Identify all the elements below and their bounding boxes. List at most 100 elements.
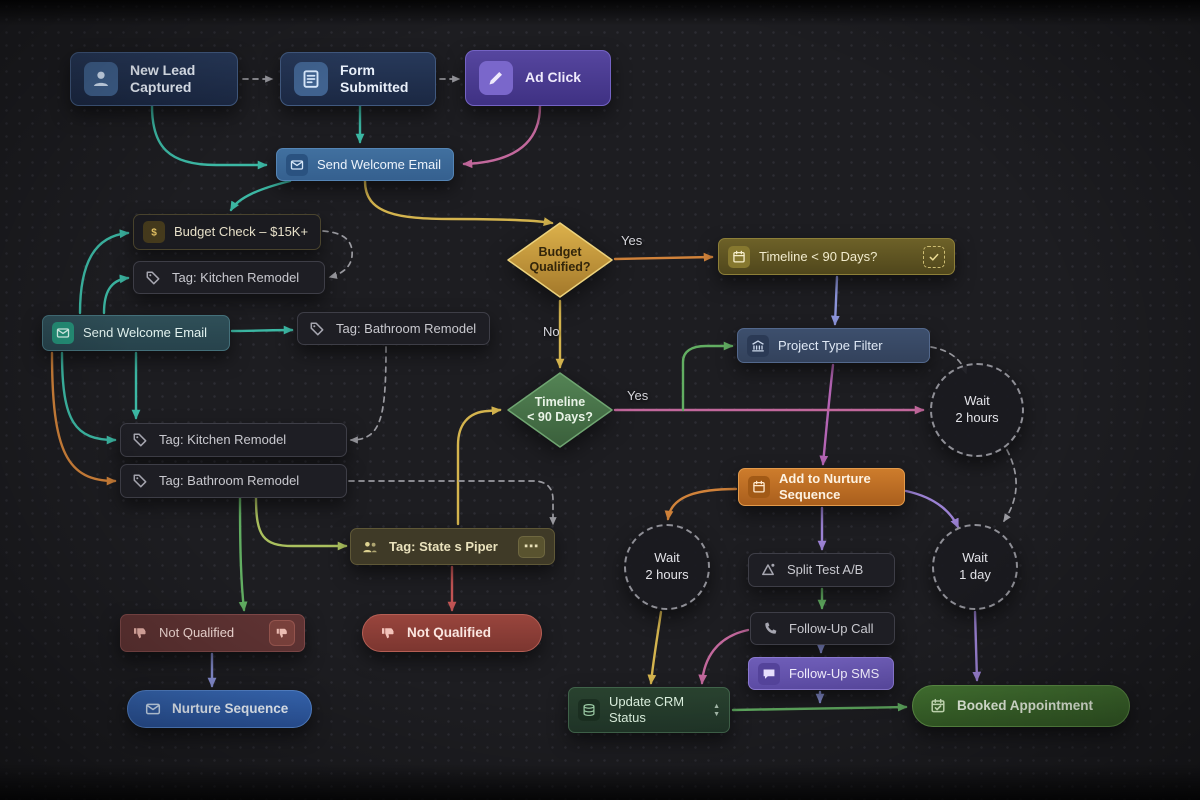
node-label: Budget Check – $15K+ xyxy=(174,224,309,240)
node-project-type-filter[interactable]: Project Type Filter xyxy=(737,328,930,363)
node-update-crm-status[interactable]: Update CRM Status▲▼ xyxy=(568,687,730,733)
sort-chevrons-icon: ▲▼ xyxy=(713,702,720,718)
node-budget-qualified[interactable]: Budget Qualified? xyxy=(506,221,614,299)
edge-welcome-to-budget-diamond xyxy=(363,179,554,226)
edge-ad-click-to-welcome xyxy=(462,104,542,169)
node-wait-2-hours-left[interactable]: Wait 2 hours xyxy=(624,524,710,610)
edge-welcome-left-to-tag-bathroom-1 xyxy=(230,325,294,335)
node-tag-bathroom-remodel-2[interactable]: Tag: Bathroom Remodel xyxy=(120,464,347,498)
edge-welcome-left-to-tag-kitchen-1 xyxy=(102,274,130,315)
edge-label-no-budget: No xyxy=(543,324,560,339)
edge-tags-to-tag-states xyxy=(254,496,348,551)
more-options-icon[interactable]: ⋯ xyxy=(518,535,545,558)
node-label: Follow-Up SMS xyxy=(789,665,880,681)
node-label: Project Type Filter xyxy=(778,337,883,353)
phone-icon xyxy=(760,619,780,639)
users-icon xyxy=(360,537,380,557)
node-label: New Lead Captured xyxy=(130,61,196,95)
node-wait-1-day[interactable]: Wait 1 day xyxy=(932,524,1018,610)
node-label: Wait 2 hours xyxy=(955,393,999,425)
dollar-icon: $ xyxy=(143,221,165,243)
node-label: Timeline < 90 Days? xyxy=(759,248,878,264)
thumb-down-icon xyxy=(378,623,398,643)
node-budget-check[interactable]: $ Budget Check – $15K+ xyxy=(133,214,321,250)
edge-yes-branch-to-filter xyxy=(681,341,734,412)
thumb-down-icon xyxy=(130,623,150,643)
node-label: Timeline < 90 Days? xyxy=(527,394,593,424)
edge-welcome-left-to-budget-check xyxy=(78,229,130,315)
svg-text:$: $ xyxy=(151,227,157,238)
node-label: Tag: State s Piper xyxy=(389,538,498,554)
check-icon xyxy=(923,245,945,268)
node-not-qualified-left[interactable]: Not Qualified xyxy=(120,614,305,652)
node-new-lead-captured[interactable]: New Lead Captured xyxy=(70,52,238,106)
node-label: Ad Click xyxy=(525,69,582,86)
node-label: Add to Nurture Sequence xyxy=(779,471,871,502)
node-tag-states-piper[interactable]: Tag: State s Piper ⋯ xyxy=(350,528,555,565)
user-icon xyxy=(84,62,118,96)
node-send-welcome-email-left[interactable]: Send Welcome Email xyxy=(42,315,230,351)
calendar-icon xyxy=(748,476,770,498)
node-booked-appointment[interactable]: Booked Appointment xyxy=(912,685,1130,727)
edge-budget-yes xyxy=(613,252,714,262)
edge-call-to-crm xyxy=(698,628,750,685)
edge-nurture-to-wait-2h-left xyxy=(664,487,738,521)
crm-icon xyxy=(578,699,600,721)
node-label: Nurture Sequence xyxy=(172,700,289,716)
edge-welcome-left-to-tag-bathroom-2-side xyxy=(50,351,117,486)
building-icon xyxy=(747,334,769,357)
node-label: Form Submitted xyxy=(340,61,409,95)
node-form-submitted[interactable]: Form Submitted xyxy=(280,52,436,106)
node-not-qualified-mid[interactable]: Not Qualified xyxy=(362,614,542,652)
node-ad-click[interactable]: Ad Click xyxy=(465,50,611,106)
split-icon xyxy=(758,560,778,580)
edge-tags-to-not-qualified xyxy=(238,496,248,612)
edge-wait-1d-to-booked xyxy=(972,610,982,682)
tag-icon xyxy=(143,268,163,288)
node-wait-2-hours-right[interactable]: Wait 2 hours xyxy=(930,363,1024,457)
node-label: Wait 1 day xyxy=(959,550,991,582)
sms-icon xyxy=(758,662,780,685)
node-label: Split Test A/B xyxy=(787,562,864,578)
node-label: Not Qualified xyxy=(159,625,235,641)
tag-icon xyxy=(130,430,150,450)
edge-tag-bathroom-1-to-tag-kitchen-2-dashed xyxy=(349,346,387,444)
tag-icon xyxy=(130,471,150,491)
edge-crm-to-booked xyxy=(731,702,908,712)
node-timeline-90-days-box[interactable]: Timeline < 90 Days? xyxy=(718,238,955,275)
node-label: Tag: Bathroom Remodel xyxy=(336,320,477,336)
edge-label-yes-budget: Yes xyxy=(621,233,643,248)
mail-icon xyxy=(143,699,163,719)
node-label: Tag: Kitchen Remodel xyxy=(172,269,300,285)
node-tag-kitchen-remodel-2[interactable]: Tag: Kitchen Remodel xyxy=(120,423,347,457)
node-split-test-ab[interactable]: Split Test A/B xyxy=(748,553,895,587)
node-timeline-90-days-diamond[interactable]: Timeline < 90 Days? xyxy=(506,371,614,449)
node-label: Wait 2 hours xyxy=(645,550,689,582)
edge-timeline-box-to-filter xyxy=(830,275,840,326)
node-nurture-sequence[interactable]: Nurture Sequence xyxy=(127,690,312,728)
calendar-check-icon xyxy=(928,696,948,716)
node-tag-kitchen-remodel-1[interactable]: Tag: Kitchen Remodel xyxy=(133,261,325,294)
node-tag-bathroom-remodel-1[interactable]: Tag: Bathroom Remodel xyxy=(297,312,490,345)
edge-tag-bathroom-2-to-tag-states-dashed xyxy=(348,480,557,526)
node-label: Tag: Bathroom Remodel xyxy=(159,473,300,489)
edge-label-yes-timeline: Yes xyxy=(627,388,649,403)
edge-wait-2h-left-to-crm xyxy=(647,610,663,685)
edge-welcome-left-to-tag-kitchen-2-side xyxy=(60,351,117,445)
mail-icon xyxy=(286,153,308,176)
node-send-welcome-email-top[interactable]: Send Welcome Email xyxy=(276,148,454,181)
node-label: Budget Qualified? xyxy=(529,244,591,274)
node-label: Follow-Up Call xyxy=(789,620,874,636)
pencil-icon xyxy=(479,61,513,95)
node-label: Send Welcome Email xyxy=(317,156,442,172)
edge-tag-states-to-timeline-diamond xyxy=(456,406,502,526)
node-label: Send Welcome Email xyxy=(83,325,208,341)
edge-welcome-to-budget-check xyxy=(229,179,292,212)
mail-icon xyxy=(52,322,74,344)
node-label: Not Qualified xyxy=(407,624,491,640)
calendar-icon xyxy=(728,245,750,268)
node-follow-up-call[interactable]: Follow-Up Call xyxy=(750,612,895,645)
node-add-to-nurture-sequence[interactable]: Add to Nurture Sequence xyxy=(738,468,905,506)
node-follow-up-sms[interactable]: Follow-Up SMS xyxy=(748,657,894,690)
node-label: Booked Appointment xyxy=(957,697,1093,713)
